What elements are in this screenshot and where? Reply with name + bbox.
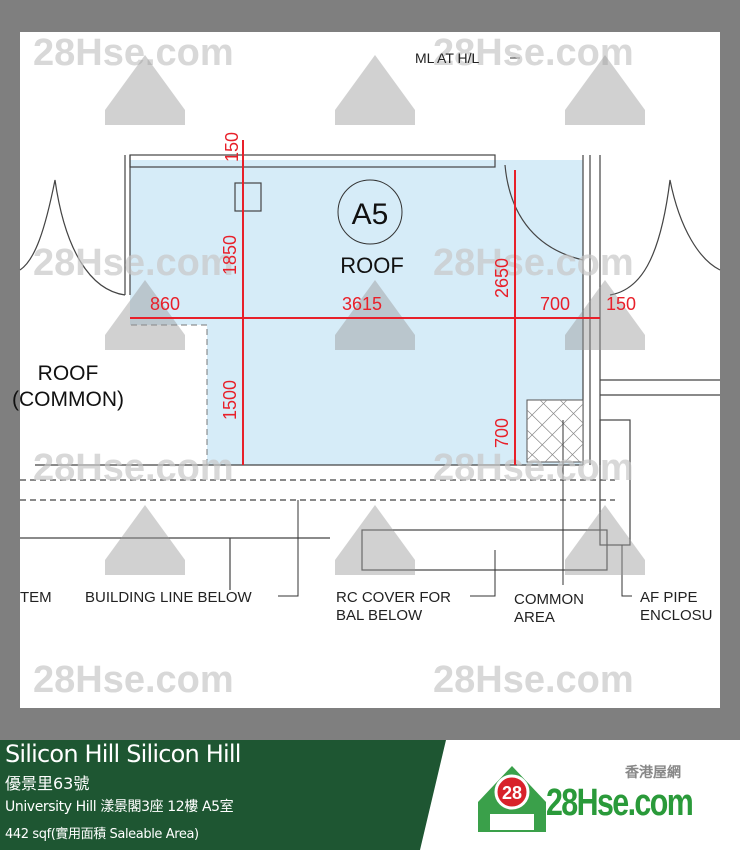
logo-chinese-text: 香港屋網 <box>625 764 681 780</box>
dim-3615: 3615 <box>342 294 382 314</box>
watermarks: 28Hse.com 28Hse.com 28Hse.com 28Hse.com … <box>33 32 634 701</box>
house-icon <box>565 55 645 125</box>
logo-badge: 28 <box>502 783 522 803</box>
watermark-text: 28Hse.com <box>433 242 634 284</box>
listing-info-bar: Silicon Hill Silicon Hill 優景里63號 Univers… <box>0 740 740 850</box>
unit-tag-circle <box>337 179 403 245</box>
note-common-area: COMMON <box>514 591 584 608</box>
note-rc-cover-2: BAL BELOW <box>336 607 423 624</box>
roof-label: ROOF <box>340 253 404 278</box>
building-title: Silicon Hill Silicon Hill <box>5 740 241 768</box>
watermark-house-icons <box>105 55 645 575</box>
house-icon <box>105 280 185 350</box>
dimension-lines <box>130 140 600 465</box>
note-tem: TEM <box>20 589 52 606</box>
unit-label: A5 <box>352 198 389 231</box>
dim-150-top: 150 <box>222 132 242 162</box>
watermark-text: 28Hse.com <box>33 659 234 701</box>
walls <box>19 154 721 590</box>
dim-700: 700 <box>540 294 570 314</box>
unit-details: University Hill 漾景閣3座 12樓 A5室 <box>5 799 234 815</box>
hatch-pattern <box>526 399 584 463</box>
note-building-line: BUILDING LINE BELOW <box>85 589 253 606</box>
note-common-area-2: AREA <box>514 609 555 626</box>
roof-common-label-2: (COMMON) <box>12 388 124 411</box>
leader-lines <box>278 57 632 597</box>
28hse-logo-house-icon: 28 <box>478 766 546 832</box>
house-icon <box>335 505 415 575</box>
saleable-area: 442 sqf(實用面積 Saleable Area) <box>5 827 199 842</box>
watermark-text: 28Hse.com <box>433 447 634 489</box>
dim-860: 860 <box>150 294 180 314</box>
watermark-text: 28Hse.com <box>433 32 634 74</box>
note-af-pipe-2: ENCLOSU <box>640 607 713 624</box>
dim-700-vertical: 700 <box>492 418 512 448</box>
house-icon <box>335 55 415 125</box>
watermark-text: 28Hse.com <box>33 32 234 74</box>
dim-2650: 2650 <box>492 258 512 298</box>
listing-info-panel: Silicon Hill Silicon Hill 優景里63號 Univers… <box>0 740 446 850</box>
house-icon <box>105 505 185 575</box>
floor-plan: 28Hse.com 28Hse.com 28Hse.com 28Hse.com … <box>12 32 721 708</box>
ml-label: ML AT H/L <box>415 50 480 66</box>
watermark-text: 28Hse.com <box>33 242 234 284</box>
watermark-text: 28Hse.com <box>433 659 634 701</box>
dim-1850: 1850 <box>220 235 240 275</box>
logo-wordmark: 28Hse.com <box>546 782 694 824</box>
note-rc-cover: RC COVER FOR <box>336 589 451 606</box>
house-icon <box>335 280 415 350</box>
roof-common-label: ROOF <box>38 362 99 385</box>
house-icon <box>565 505 645 575</box>
house-icon <box>565 280 645 350</box>
dashed-boundary <box>130 324 208 465</box>
watermark-text: 28Hse.com <box>33 447 234 489</box>
note-af-pipe: AF PIPE <box>640 589 698 606</box>
dim-150-right: 150 <box>606 294 636 314</box>
address: 優景里63號 <box>5 774 90 793</box>
dim-1500: 1500 <box>220 380 240 420</box>
house-icon <box>105 55 185 125</box>
